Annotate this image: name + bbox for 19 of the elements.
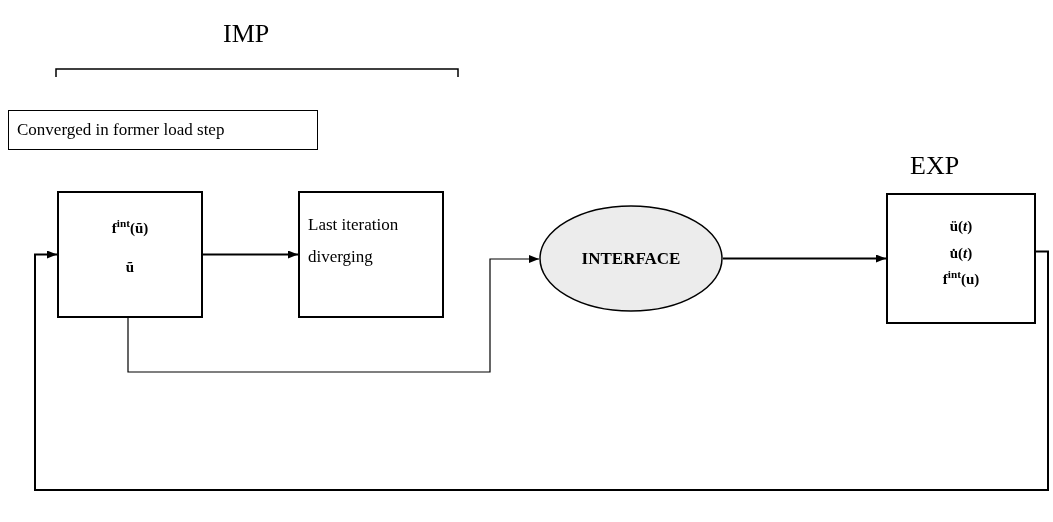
arrow — [34, 250, 1049, 491]
interface-ellipse — [539, 205, 723, 312]
node-text: Last iteration diverging — [308, 214, 400, 268]
section-label: IMP — [223, 18, 270, 50]
node-text: INTERFACE — [581, 247, 681, 270]
process-box — [57, 191, 203, 318]
arrow — [127, 255, 540, 373]
node-text: ũ — [125, 257, 135, 277]
arrow — [202, 250, 299, 259]
section-label: EXP — [910, 150, 960, 182]
note-box — [8, 110, 318, 150]
node-text: f$^{int}$(u) — [942, 268, 980, 289]
node-text: Converged in former load step — [17, 119, 225, 142]
process-box — [886, 193, 1036, 324]
node-text: u̇(t) — [949, 243, 973, 263]
node-text: ü(t) — [949, 217, 973, 236]
arrow — [722, 254, 887, 263]
node-text: f$^{int}$(ũ) — [111, 217, 149, 238]
process-box — [298, 191, 444, 318]
